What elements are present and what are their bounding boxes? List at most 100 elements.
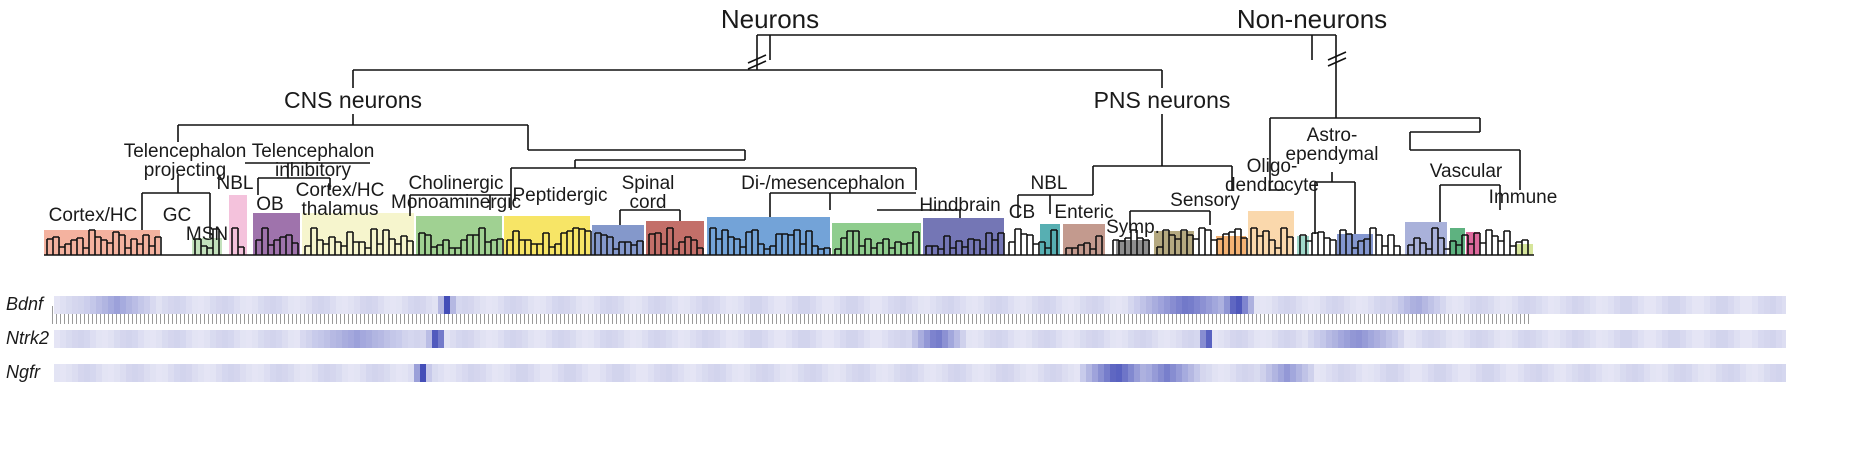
leaf-tick bbox=[1192, 306, 1193, 324]
heatmap-cell bbox=[378, 330, 384, 348]
heatmap-cell bbox=[810, 364, 816, 382]
leaf-tick bbox=[1036, 306, 1037, 324]
heatmap-cell bbox=[312, 330, 318, 348]
heatmap-cell bbox=[300, 296, 306, 314]
leaf-tick bbox=[1112, 306, 1113, 324]
heatmap-cell bbox=[888, 330, 894, 348]
heatmap-cell bbox=[198, 364, 204, 382]
heatmap-cell bbox=[528, 296, 534, 314]
heatmap-cell bbox=[564, 296, 570, 314]
label-enteric: Enteric bbox=[1054, 202, 1114, 223]
heatmap-cell bbox=[282, 330, 288, 348]
heatmap-cell bbox=[90, 330, 96, 348]
heatmap-cell bbox=[96, 296, 102, 314]
label-line: Astro- ependymal bbox=[1285, 125, 1379, 165]
leaf-tick bbox=[756, 306, 757, 324]
leaf-tick bbox=[1520, 306, 1521, 324]
heatmap-cell bbox=[1686, 330, 1692, 348]
heatmap-cell bbox=[906, 330, 912, 348]
leaf-tick bbox=[1120, 306, 1121, 324]
label-cb: CB bbox=[1008, 202, 1036, 223]
heatmap-cell bbox=[684, 330, 690, 348]
leaf-tick bbox=[1448, 306, 1449, 324]
heatmap-cell bbox=[1518, 330, 1524, 348]
leaf-tick bbox=[416, 306, 417, 324]
heatmap-cell bbox=[1482, 330, 1488, 348]
heatmap-cell bbox=[174, 364, 180, 382]
band-peptidergic bbox=[504, 216, 590, 255]
heatmap-cell bbox=[258, 330, 264, 348]
heatmap-cell bbox=[1188, 296, 1194, 314]
leaf-tick bbox=[1284, 306, 1285, 324]
leaf-tick bbox=[1252, 306, 1253, 324]
leaf-tick bbox=[244, 306, 245, 324]
leaf-tick bbox=[572, 306, 573, 324]
heatmap-cell bbox=[1350, 296, 1356, 314]
heatmap-cell bbox=[1602, 364, 1608, 382]
heatmap-cell bbox=[54, 364, 60, 382]
label-non-neurons: Non-neurons bbox=[1236, 4, 1388, 34]
heatmap-cell bbox=[54, 296, 60, 314]
leaf-tick bbox=[64, 306, 65, 324]
leaf-tick bbox=[700, 306, 701, 324]
leaf-tick bbox=[1404, 306, 1405, 324]
band-symp bbox=[1116, 240, 1150, 255]
leaf-tick bbox=[1332, 306, 1333, 324]
label-peptidergic: Peptidergic bbox=[512, 185, 608, 206]
heatmap-cell bbox=[1578, 330, 1584, 348]
leaf-tick bbox=[1260, 306, 1261, 324]
leaf-tick bbox=[396, 306, 397, 324]
heatmap-cell bbox=[1524, 364, 1530, 382]
heatmap-cell bbox=[378, 296, 384, 314]
heatmap-cell bbox=[1146, 364, 1152, 382]
heatmap-cell bbox=[174, 330, 180, 348]
heatmap-cell bbox=[1614, 330, 1620, 348]
leaf-tick bbox=[100, 306, 101, 324]
heatmap-cell bbox=[426, 330, 432, 348]
leaf-tick bbox=[1512, 306, 1513, 324]
leaf-tick bbox=[516, 306, 517, 324]
leaf-tick bbox=[252, 306, 253, 324]
leaf-tick bbox=[744, 306, 745, 324]
heatmap-cell bbox=[1674, 330, 1680, 348]
heatmap-cell bbox=[978, 330, 984, 348]
leaf-tick bbox=[1188, 306, 1189, 324]
heatmap-cell bbox=[1536, 296, 1542, 314]
heatmap-cell bbox=[1140, 364, 1146, 382]
heatmap-cell bbox=[1518, 296, 1524, 314]
heatmap-cell bbox=[1440, 296, 1446, 314]
heatmap-cell bbox=[732, 330, 738, 348]
heatmap-cell bbox=[1194, 296, 1200, 314]
heatmap-cell bbox=[336, 296, 342, 314]
leaf-tick bbox=[920, 306, 921, 324]
heatmap-cell bbox=[1494, 364, 1500, 382]
leaf-tick bbox=[828, 306, 829, 324]
heatmap-cell bbox=[600, 330, 606, 348]
leaf-tick bbox=[1464, 306, 1465, 324]
heatmap-cell bbox=[1026, 330, 1032, 348]
heatmap-cell bbox=[1734, 296, 1740, 314]
heatmap-cell bbox=[390, 364, 396, 382]
heatmap-cell bbox=[630, 364, 636, 382]
leaf-tick bbox=[1280, 306, 1281, 324]
heatmap-cell bbox=[1014, 330, 1020, 348]
heatmap-cell bbox=[1686, 364, 1692, 382]
band-immune bbox=[1515, 244, 1533, 255]
leaf-tick bbox=[880, 306, 881, 324]
leaf-tick bbox=[792, 306, 793, 324]
heatmap-cell bbox=[858, 364, 864, 382]
leaf-tick bbox=[284, 306, 285, 324]
leaf-tick bbox=[1328, 306, 1329, 324]
label-symp: Symp. bbox=[1106, 217, 1160, 238]
heatmap-cell bbox=[870, 296, 876, 314]
heatmap-cell bbox=[552, 364, 558, 382]
band-hindbrain bbox=[923, 218, 1004, 255]
leaf-tick bbox=[1084, 306, 1085, 324]
heatmap-cell bbox=[1434, 296, 1440, 314]
heatmap-cell bbox=[522, 330, 528, 348]
heatmap-cell bbox=[1080, 364, 1086, 382]
heatmap-cell bbox=[816, 364, 822, 382]
heatmap-cell bbox=[1188, 364, 1194, 382]
heatmap-cell bbox=[234, 364, 240, 382]
heatmap-cell bbox=[1284, 330, 1290, 348]
